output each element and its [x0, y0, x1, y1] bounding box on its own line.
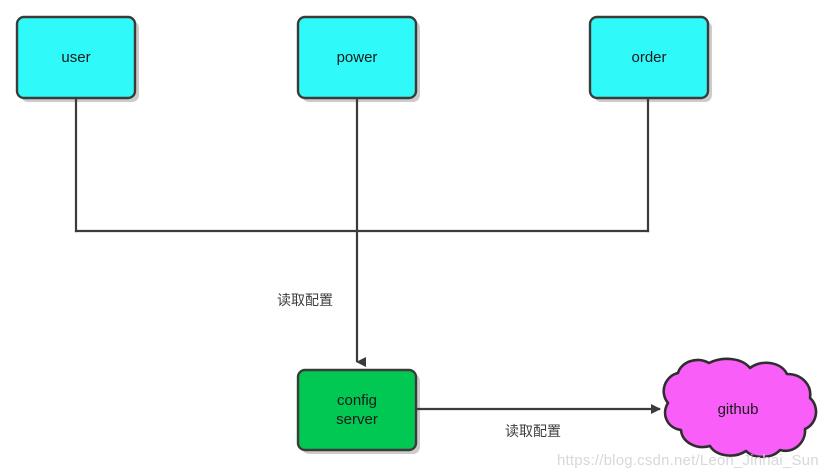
node-power-shape[interactable]	[296, 15, 418, 100]
edge-label-config-to-github: 读取配置	[505, 423, 561, 439]
node-config-server-shape[interactable]	[296, 368, 418, 452]
node-user-shape[interactable]	[15, 15, 137, 100]
edge-label-services-to-config: 读取配置	[277, 292, 333, 308]
csdn-watermark: https://blog.csdn.net/Leon_Jinhai_Sun	[557, 452, 819, 469]
connector-lines	[74, 96, 650, 233]
node-order-shape[interactable]	[588, 15, 710, 100]
node-github-cloud-shape[interactable]	[662, 357, 818, 459]
